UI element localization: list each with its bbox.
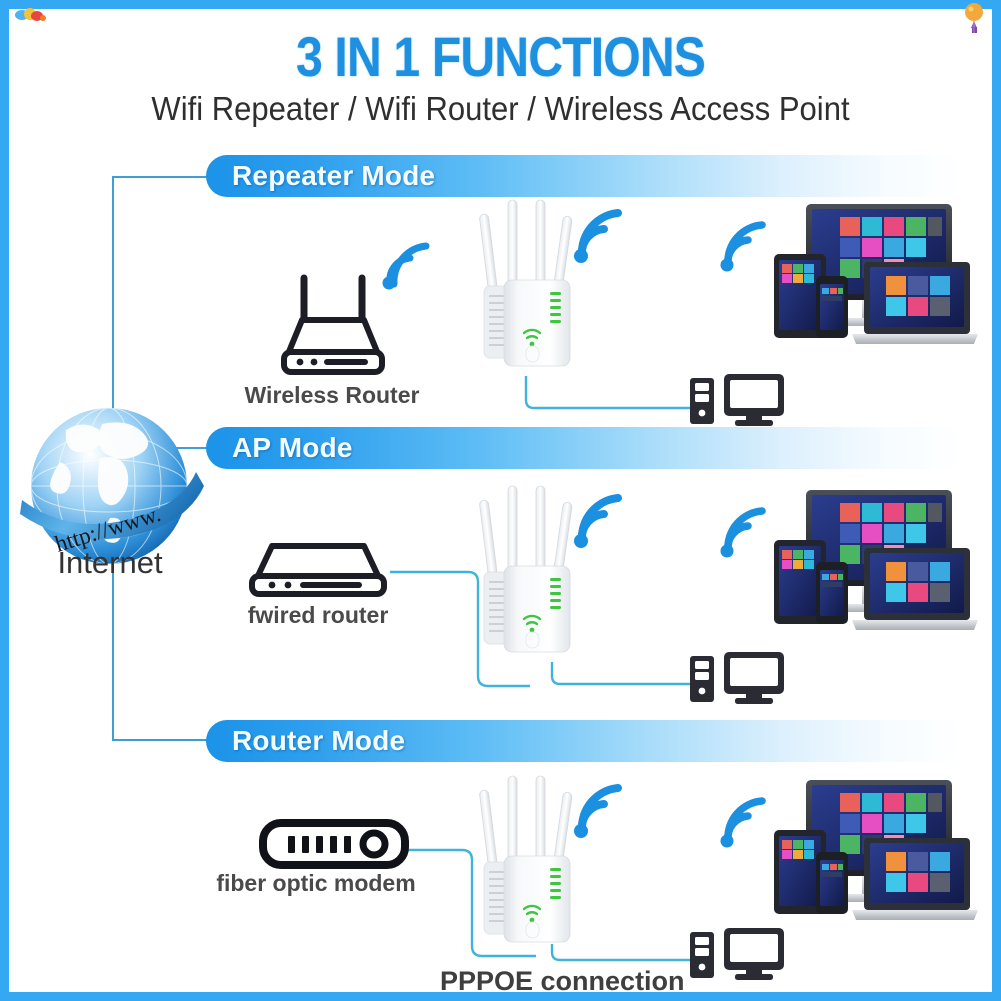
frame-border-left: [0, 0, 9, 1001]
cable-repeater-to-pc-1: [524, 376, 702, 410]
frame-border-right: [992, 0, 1001, 1001]
mode-banner-label-ap: AP Mode: [232, 432, 353, 463]
source-label-wireless-router: Wireless Router: [244, 382, 420, 408]
desktop-pc-icon-ap-mode: [690, 652, 784, 704]
wifi-signal-icon-cluster-3: [720, 797, 766, 848]
internet-label: Internet: [57, 545, 163, 580]
wifi-repeater-device-router-mode: [479, 775, 573, 943]
trunk-branch-repeater-mode: [112, 176, 210, 178]
desktop-pc-icon-repeater-mode: [690, 374, 784, 426]
source-label-fwired-router: fwired router: [247, 602, 389, 628]
wifi-signal-icon-router-1: [382, 242, 430, 290]
page-title: 3 IN 1 FUNCTIONS: [295, 25, 706, 88]
page-subtitle: Wifi Repeater / Wifi Router / Wireless A…: [151, 90, 850, 127]
wifi-signal-icon-repeater-1: [574, 209, 622, 263]
confetti-decoration-top-left: [15, 8, 46, 21]
multi-device-cluster-ap-mode: [774, 490, 978, 630]
wireless-router-icon: [281, 274, 385, 375]
pppoe-connection-label: PPPOE connection: [440, 966, 685, 996]
wifi-repeater-device-ap-mode: [479, 485, 573, 653]
mode-banner-label-repeater: Repeater Mode: [232, 160, 436, 191]
desktop-pc-icon-router-mode: [690, 928, 784, 980]
wifi-signal-icon-repeater-3: [574, 784, 622, 838]
mode-banner-repeater[interactable]: Repeater Mode: [206, 155, 966, 197]
frame-border-bottom: [0, 992, 1001, 1001]
cable-wired-router-to-repeater: [390, 570, 530, 688]
source-label-fiber-optic-modem: fiber optic modem: [216, 870, 416, 896]
cable-repeater-to-pc-2: [550, 662, 704, 686]
wifi-signal-icon-repeater-2: [574, 494, 622, 548]
wifi-signal-icon-cluster-1: [720, 221, 766, 272]
cable-repeater-to-pc-3: [550, 944, 704, 962]
cable-modem-to-repeater: [404, 848, 536, 958]
internet-globe: http://www.: [14, 390, 204, 590]
wired-router-icon: [249, 543, 387, 597]
trunk-branch-router-mode: [112, 739, 210, 741]
mode-banner-ap[interactable]: AP Mode: [206, 427, 966, 469]
mode-banner-label-router: Router Mode: [232, 725, 406, 756]
fiber-optic-modem-icon: [259, 819, 409, 869]
wifi-signal-icon-cluster-2: [720, 507, 766, 558]
wifi-repeater-device-repeater-mode: [479, 199, 573, 367]
multi-device-cluster-repeater-mode: [774, 204, 978, 344]
balloon-decoration-top-right: [965, 3, 983, 33]
multi-device-cluster-router-mode: [774, 780, 978, 920]
mode-banner-router[interactable]: Router Mode: [206, 720, 966, 762]
frame-border-top: [0, 0, 1001, 9]
